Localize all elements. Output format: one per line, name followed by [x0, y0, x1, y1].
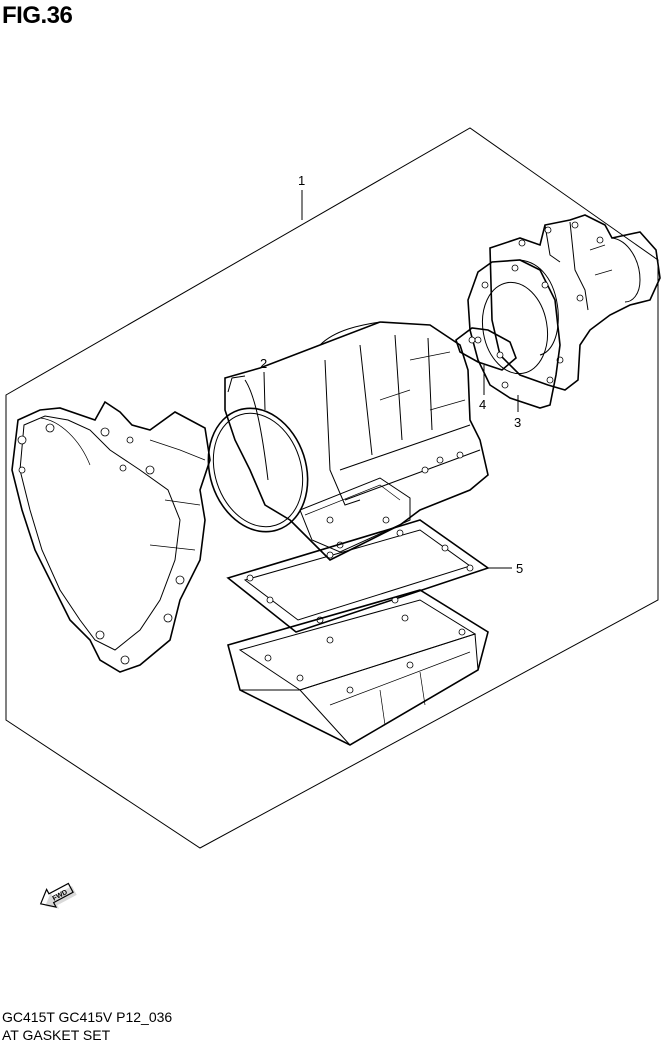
- fwd-arrow-icon: FWD: [39, 882, 77, 909]
- figure-title: FIG.36: [2, 2, 73, 29]
- model-code: GC415T GC415V P12_036: [2, 1009, 173, 1025]
- bell-housing: [11, 400, 211, 673]
- callout-5: 5: [516, 561, 523, 576]
- part-2-seal-ring: [207, 407, 309, 533]
- figure-caption: AT GASKET SET: [2, 1027, 111, 1043]
- callout-1: 1: [298, 173, 305, 188]
- part-3-extension-gasket: [467, 259, 561, 409]
- valve-body: [299, 477, 411, 553]
- leader-line-2: [263, 371, 266, 411]
- figure-footer: GC415T GC415V P12_036 AT GASKET SET: [2, 1008, 172, 1044]
- extension-housing: [489, 214, 661, 391]
- callout-4: 4: [479, 397, 486, 412]
- transmission-case: [224, 321, 489, 561]
- callout-2: 2: [260, 356, 267, 371]
- kit-boundary-outline: [5, 127, 659, 849]
- part-5-oil-pan-gasket: [226, 519, 490, 633]
- callout-3: 3: [514, 415, 521, 430]
- part-4-plate-gasket: [455, 327, 517, 371]
- oil-pan: [227, 589, 489, 746]
